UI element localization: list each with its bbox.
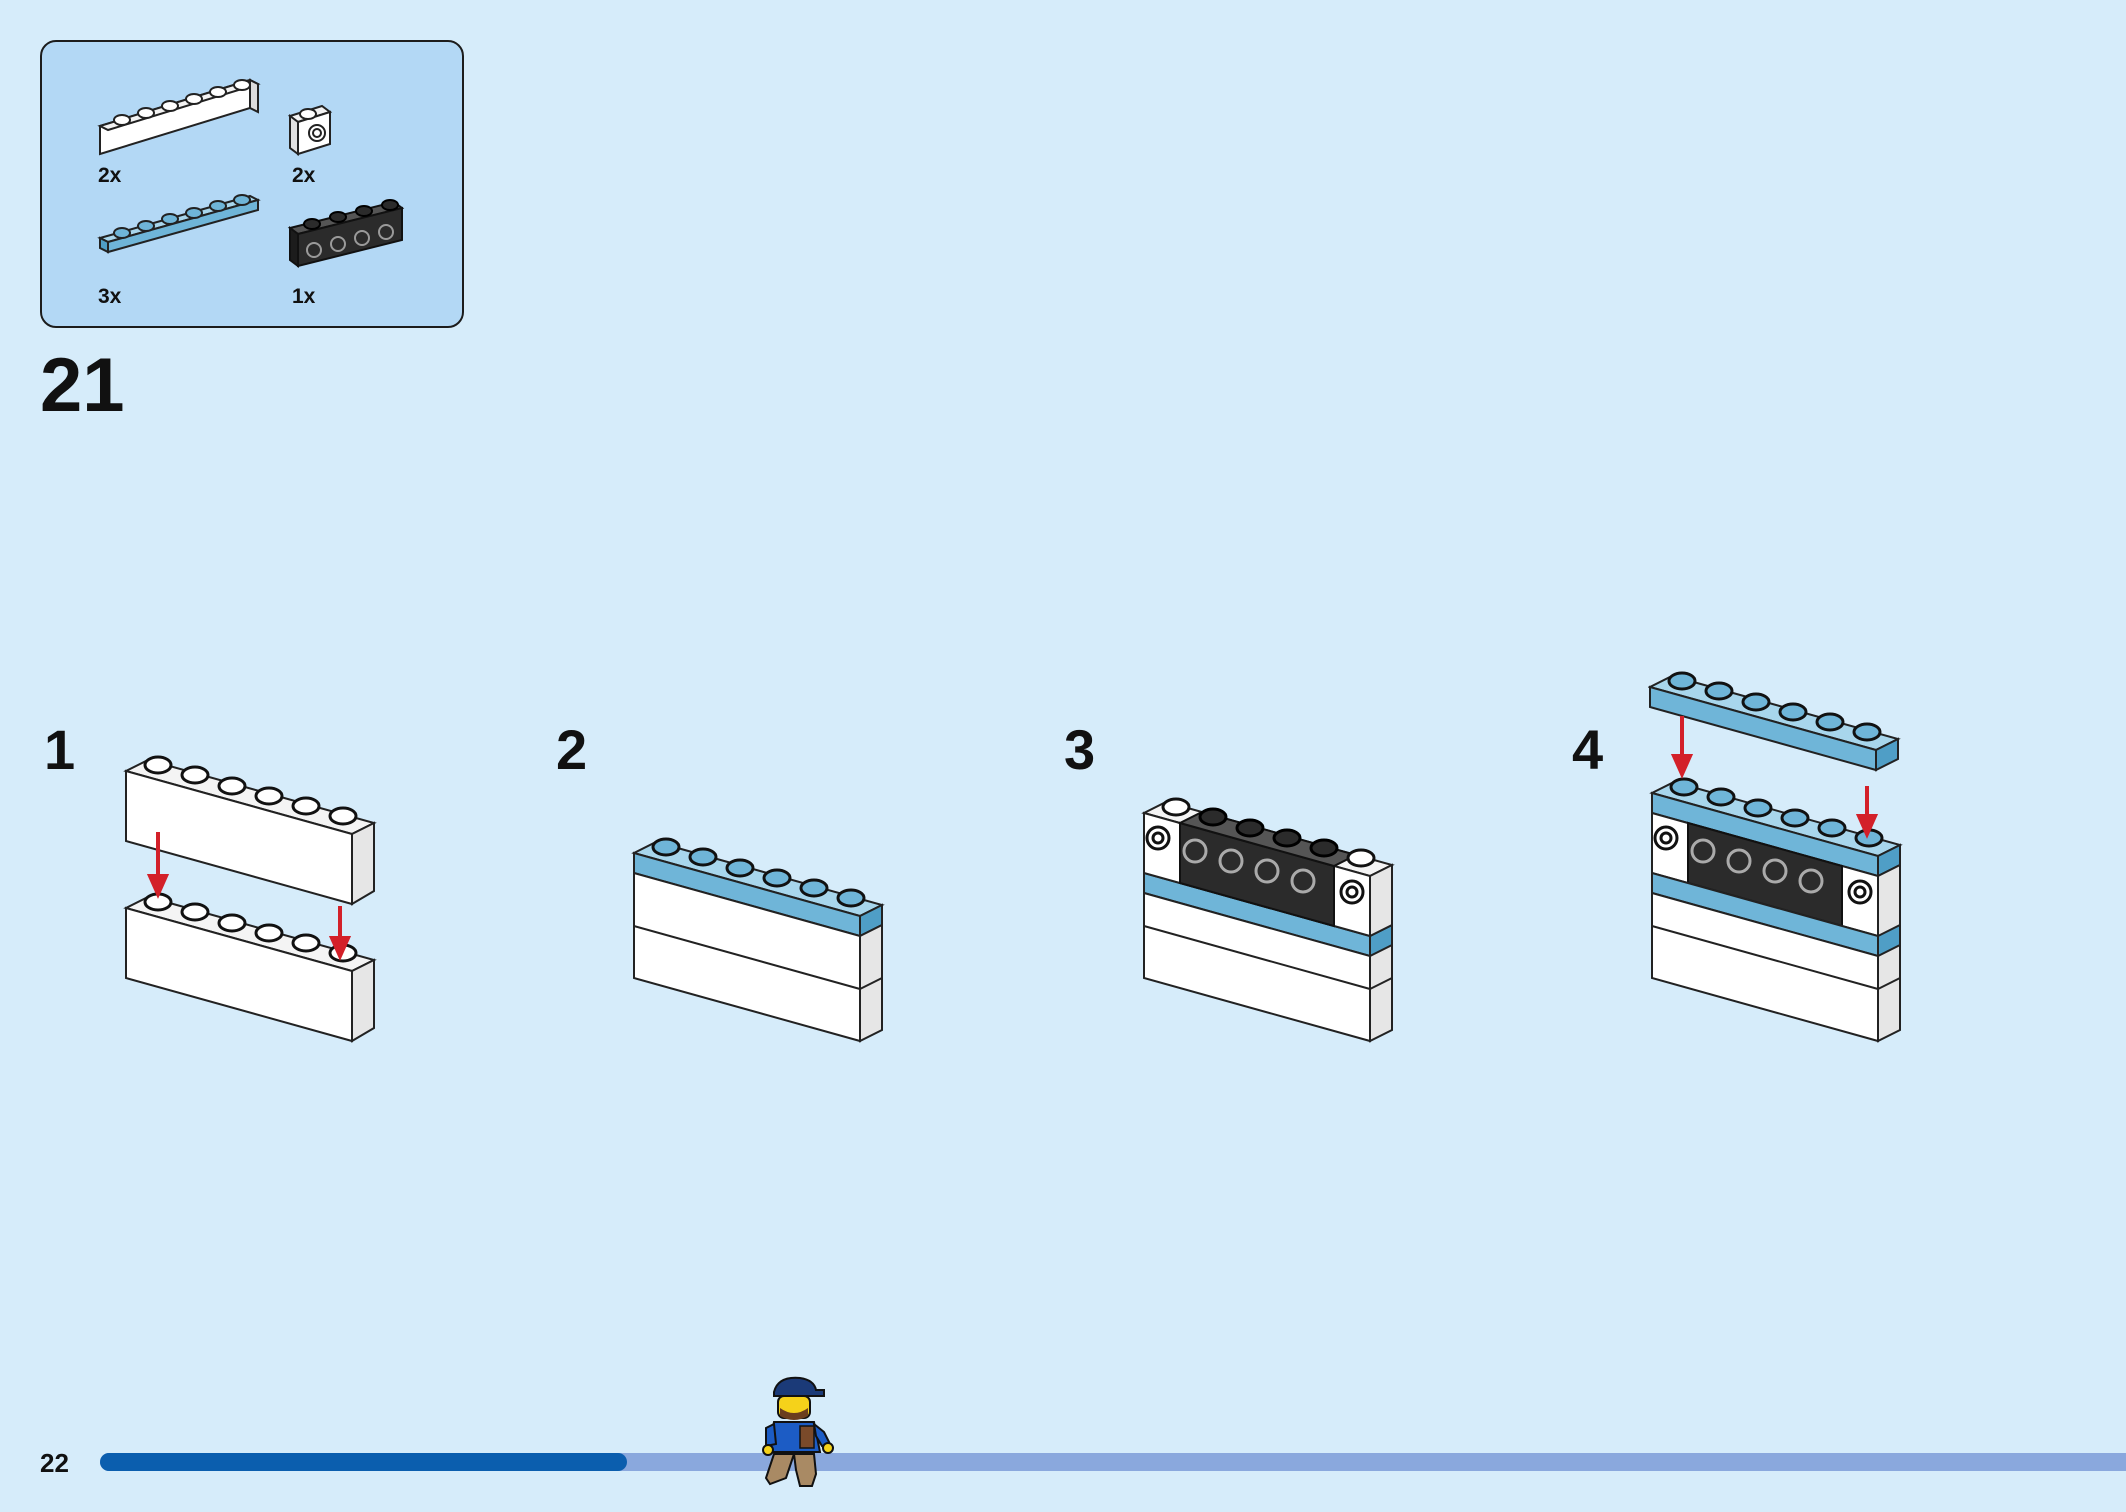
white-brick-bottom (123, 892, 377, 1043)
azure-plate-floating (1648, 671, 1901, 772)
part-qty: 2x (98, 164, 122, 187)
white-brick-1x6-icon (97, 78, 261, 156)
progress-bar-fill (100, 1453, 627, 1471)
parts-list-box: 2x 2x 3x 1x (40, 40, 464, 328)
step-number: 21 (40, 343, 125, 428)
progress-bar (100, 1453, 2126, 1471)
substep-2-diagram (631, 837, 885, 1043)
minifigure-icon (762, 1376, 834, 1487)
white-brick-1x1-side-stud-icon (287, 104, 333, 156)
page-number: 22 (40, 1448, 69, 1478)
substep-number: 1 (44, 718, 76, 781)
black-brick-1x4-side-studs-icon (287, 199, 405, 268)
substep-number: 2 (556, 718, 588, 781)
part-qty: 2x (292, 164, 316, 187)
substep-number: 3 (1064, 718, 1096, 781)
substep-4-diagram (1648, 671, 1903, 1043)
azure-plate-1x6-icon (97, 194, 261, 254)
part-qty: 1x (292, 285, 316, 308)
substep-3-diagram (1141, 797, 1395, 1043)
part-qty: 3x (98, 285, 122, 308)
arrow-icon (146, 832, 352, 961)
arrow-icon (1670, 716, 1879, 839)
substep-number: 4 (1572, 718, 1604, 781)
substep-1-diagram (123, 755, 377, 1043)
white-brick-top (123, 755, 377, 906)
